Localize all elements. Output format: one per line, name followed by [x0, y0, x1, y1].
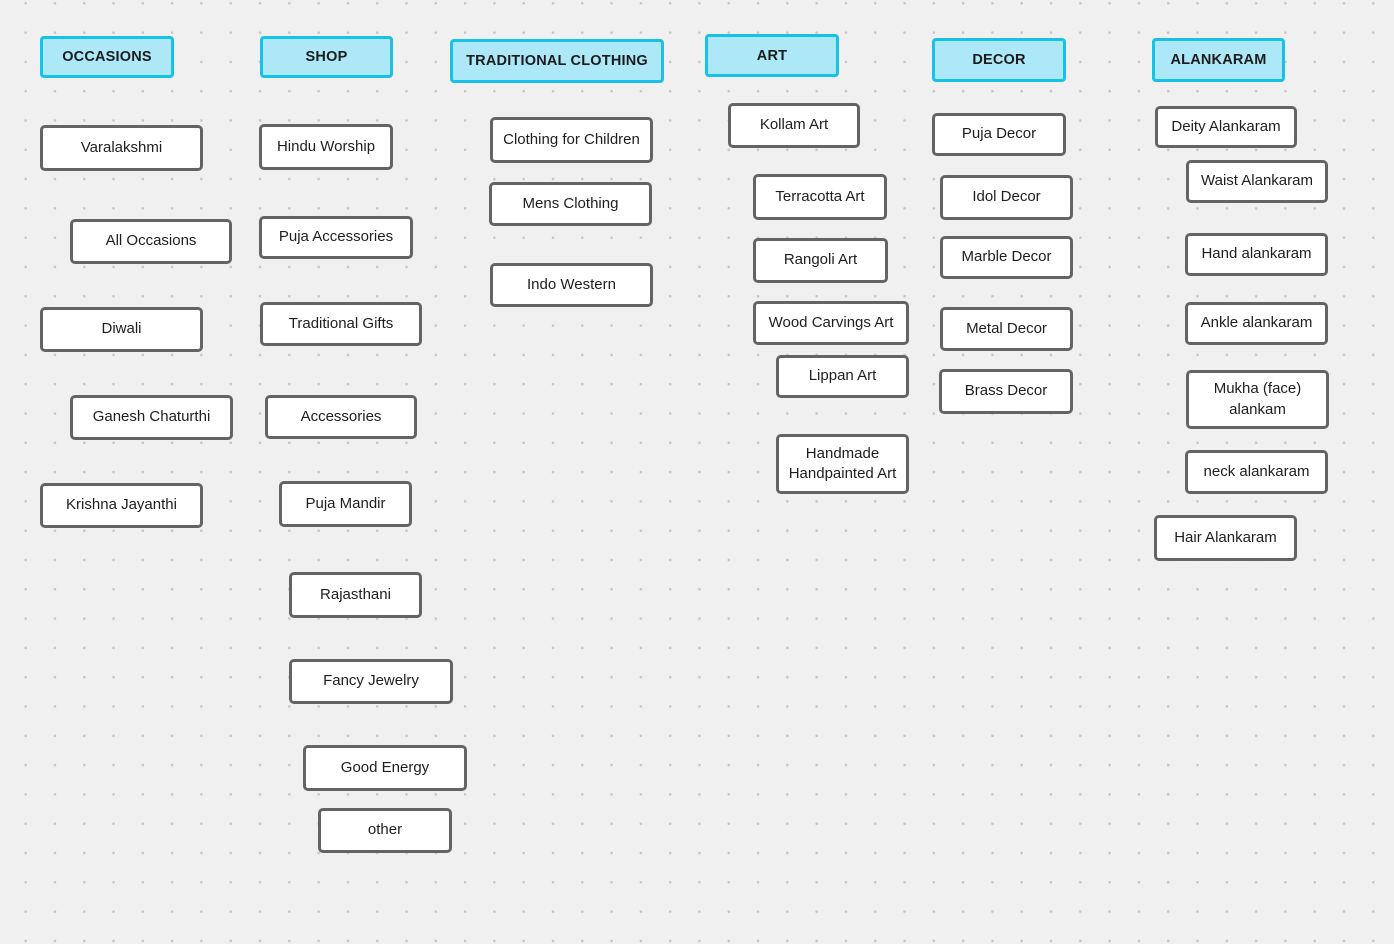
node-ganesh-chaturthi[interactable]: Ganesh Chaturthi: [70, 395, 233, 440]
node-wood-carvings-art[interactable]: Wood Carvings Art: [753, 301, 909, 345]
node-mens-clothing[interactable]: Mens Clothing: [489, 182, 652, 226]
node-handmade-handpainted-art[interactable]: Handmade Handpainted Art: [776, 434, 909, 494]
node-accessories[interactable]: Accessories: [265, 395, 417, 439]
section-header-art[interactable]: ART: [705, 34, 839, 77]
node-fancy-jewelry[interactable]: Fancy Jewelry: [289, 659, 453, 704]
section-header-shop[interactable]: SHOP: [260, 36, 393, 78]
node-diwali[interactable]: Diwali: [40, 307, 203, 352]
node-clothing-for-children[interactable]: Clothing for Children: [490, 117, 653, 163]
node-terracotta-art[interactable]: Terracotta Art: [753, 174, 887, 220]
node-hair-alankaram[interactable]: Hair Alankaram: [1154, 515, 1297, 561]
node-metal-decor[interactable]: Metal Decor: [940, 307, 1073, 351]
node-neck-alankaram[interactable]: neck alankaram: [1185, 450, 1328, 494]
node-varalakshmi[interactable]: Varalakshmi: [40, 125, 203, 171]
node-rangoli-art[interactable]: Rangoli Art: [753, 238, 888, 283]
node-puja-mandir[interactable]: Puja Mandir: [279, 481, 412, 527]
node-all-occasions[interactable]: All Occasions: [70, 219, 232, 264]
node-other[interactable]: other: [318, 808, 452, 853]
section-header-occasions[interactable]: OCCASIONS: [40, 36, 174, 78]
node-mukha-face-alankam[interactable]: Mukha (face) alankam: [1186, 370, 1329, 429]
node-puja-accessories[interactable]: Puja Accessories: [259, 216, 413, 259]
node-brass-decor[interactable]: Brass Decor: [939, 369, 1073, 414]
node-lippan-art[interactable]: Lippan Art: [776, 355, 909, 398]
node-krishna-jayanthi[interactable]: Krishna Jayanthi: [40, 483, 203, 528]
section-header-decor[interactable]: DECOR: [932, 38, 1066, 82]
node-waist-alankaram[interactable]: Waist Alankaram: [1186, 160, 1328, 203]
node-rajasthani[interactable]: Rajasthani: [289, 572, 422, 618]
section-header-traditional-clothing[interactable]: TRADITIONAL CLOTHING: [450, 39, 664, 83]
section-header-alankaram[interactable]: ALANKARAM: [1152, 38, 1285, 82]
node-kollam-art[interactable]: Kollam Art: [728, 103, 860, 148]
node-hand-alankaram[interactable]: Hand alankaram: [1185, 233, 1328, 276]
node-good-energy[interactable]: Good Energy: [303, 745, 467, 791]
node-idol-decor[interactable]: Idol Decor: [940, 175, 1073, 220]
node-puja-decor[interactable]: Puja Decor: [932, 113, 1066, 156]
node-deity-alankaram[interactable]: Deity Alankaram: [1155, 106, 1297, 148]
node-hindu-worship[interactable]: Hindu Worship: [259, 124, 393, 170]
node-traditional-gifts[interactable]: Traditional Gifts: [260, 302, 422, 346]
node-ankle-alankaram[interactable]: Ankle alankaram: [1185, 302, 1328, 345]
node-marble-decor[interactable]: Marble Decor: [940, 236, 1073, 279]
node-indo-western[interactable]: Indo Western: [490, 263, 653, 307]
